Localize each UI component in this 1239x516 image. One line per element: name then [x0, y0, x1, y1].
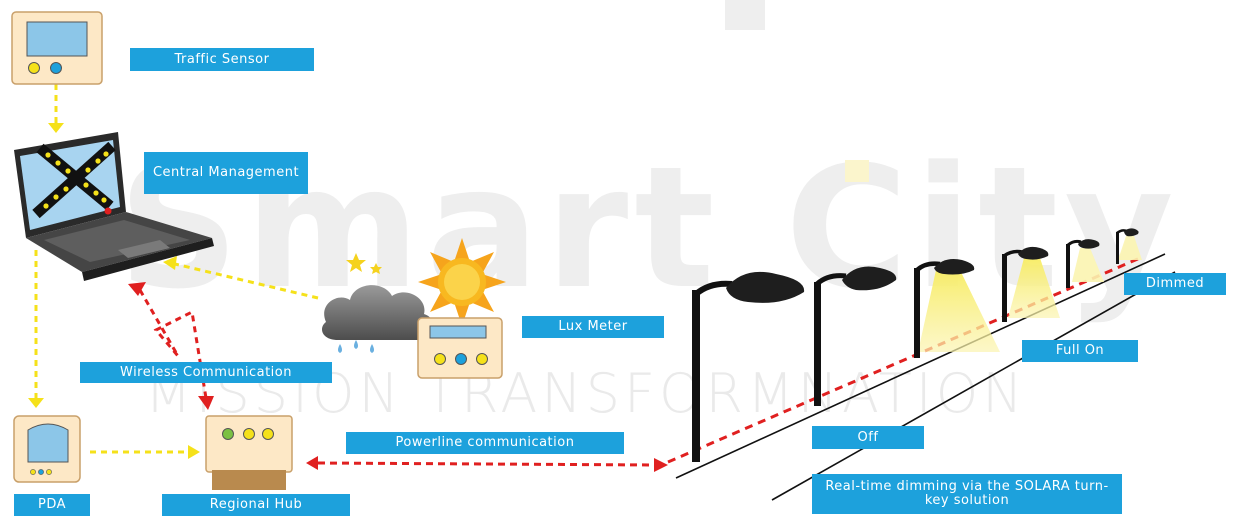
label-lux-meter: Lux Meter	[522, 316, 664, 338]
light-beam	[1008, 258, 1060, 318]
arrowhead-down-icon	[198, 396, 214, 410]
road-line	[675, 253, 1166, 479]
streetlight-dimmed-6	[1116, 228, 1142, 264]
arrowhead-left-icon	[163, 256, 177, 270]
weather-icon	[322, 224, 506, 353]
arrowhead-right-icon	[188, 445, 200, 459]
streetlight-on-3	[914, 259, 1000, 358]
label-wireless-communication: Wireless Communication	[80, 362, 332, 383]
link-powerline-street	[667, 256, 1141, 464]
raindrop-icon	[370, 344, 374, 353]
label-regional-hub: Regional Hub	[162, 494, 350, 516]
sun-icon	[418, 238, 506, 326]
watermark-fragment	[725, 0, 765, 30]
arrowhead-left-icon	[306, 456, 318, 470]
traffic-sensor-icon	[11, 11, 103, 85]
watermark-dot	[845, 160, 869, 182]
label-central-management: Central Management	[144, 152, 308, 194]
raindrop-icon	[354, 340, 358, 349]
light-beam	[1118, 236, 1142, 260]
link-wireless-laptop-to-hub	[138, 289, 208, 399]
label-pda: PDA	[14, 494, 90, 516]
label-traffic-sensor: Traffic Sensor	[130, 48, 314, 71]
label-dimmed: Dimmed	[1124, 273, 1226, 295]
moon-icon	[357, 224, 400, 269]
label-realtime-dimming: Real-time dimming via the SOLARA turn-ke…	[812, 474, 1122, 514]
arrowhead-down-icon	[48, 123, 64, 133]
label-full-on: Full On	[1022, 340, 1138, 362]
streetlight-on-4	[1002, 246, 1060, 322]
star-icon	[346, 253, 366, 272]
star-icon	[370, 263, 382, 274]
pda-icon	[13, 415, 81, 483]
lux-meter-icon	[417, 317, 503, 379]
cloud-icon	[322, 285, 434, 340]
link-luxmeter-to-laptop	[174, 262, 319, 300]
label-powerline-communication: Powerline communication	[346, 432, 624, 454]
label-off: Off	[812, 426, 924, 449]
streetlight-dimmed-5	[1066, 239, 1104, 288]
streetlight-off-1	[692, 271, 805, 462]
regional-hub-icon	[205, 415, 293, 490]
laptop-icon	[14, 132, 214, 281]
arrowhead-right-icon	[654, 458, 668, 472]
light-beam	[918, 270, 1000, 352]
light-beam	[1072, 248, 1104, 282]
arrowhead-down-icon	[28, 398, 44, 408]
raindrop-icon	[338, 344, 342, 353]
link-powerline	[317, 461, 656, 467]
road-line	[771, 271, 1176, 501]
arrowhead-up-icon	[128, 282, 146, 296]
streetlight-off-2	[814, 266, 897, 406]
